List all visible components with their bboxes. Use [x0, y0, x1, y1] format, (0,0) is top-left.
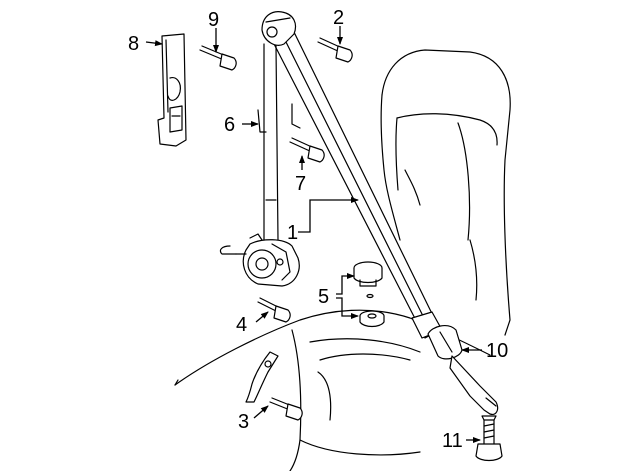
d-ring-anchor	[261, 11, 297, 46]
lower-anchor-bracket	[245, 351, 279, 403]
seat-hole	[366, 293, 374, 299]
callout-5: 5	[318, 286, 329, 308]
retractor-webbing	[263, 43, 279, 241]
callout-6: 6	[224, 114, 235, 136]
bolt-7	[289, 137, 325, 163]
callout-1: 1	[287, 222, 298, 244]
callout-3: 3	[238, 411, 249, 433]
leader-lines	[145, 26, 482, 443]
callout-9: 9	[208, 9, 219, 31]
callout-4: 4	[236, 314, 247, 336]
lower-anchor-10	[411, 311, 499, 415]
belt-guide	[257, 103, 301, 133]
bolt-4	[257, 297, 291, 323]
callout-2: 2	[333, 7, 344, 29]
callout-7: 7	[295, 173, 306, 195]
cap-5-upper	[353, 261, 383, 287]
bolt-2	[317, 37, 353, 63]
bolt-9	[199, 45, 237, 71]
cap-5-lower	[359, 310, 385, 328]
bolt-11	[475, 415, 503, 462]
callout-8: 8	[128, 33, 139, 55]
retractor	[219, 233, 300, 287]
bolt-3	[269, 397, 303, 421]
callout-11: 11	[442, 430, 463, 452]
callout-10: 10	[486, 340, 508, 362]
callout-labels: 8 9 2 6 7 1 5 4 3 10 11	[128, 7, 508, 452]
mounting-bracket	[157, 33, 187, 147]
seat-back	[380, 49, 511, 336]
